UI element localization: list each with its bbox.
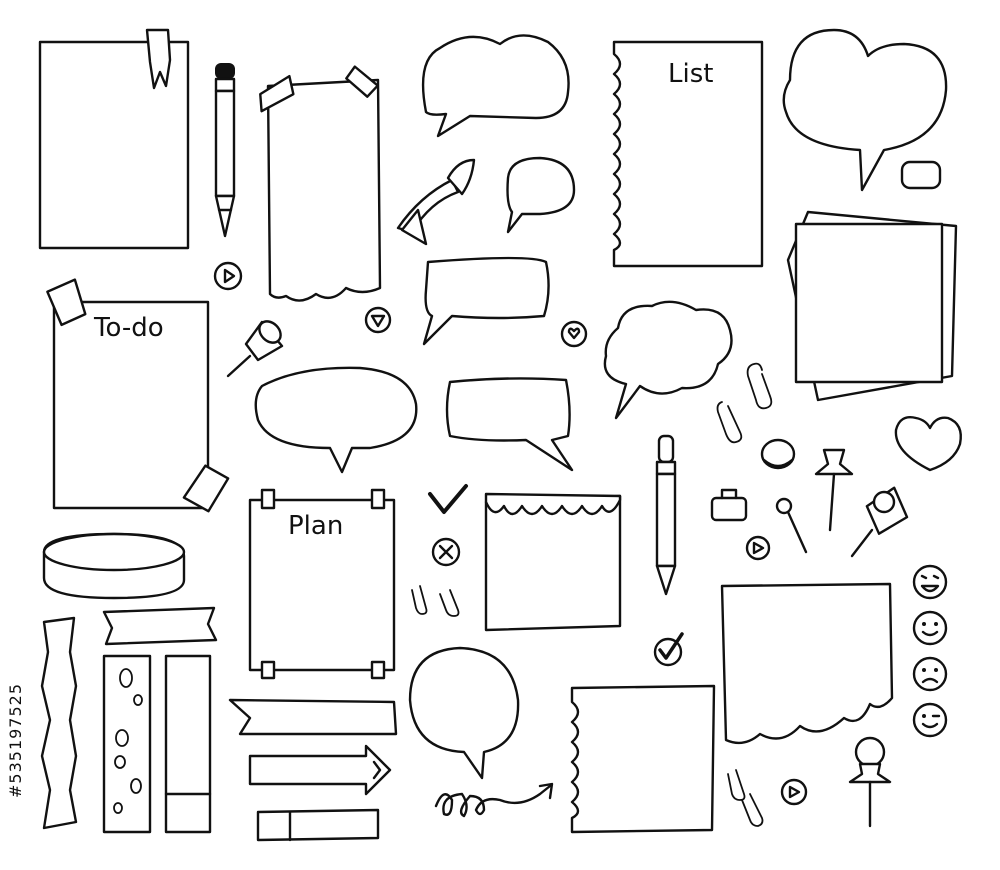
- washi-tape-horizontal: [102, 606, 218, 646]
- round-magnet-icon: [760, 438, 796, 470]
- torn-bottom-note: [720, 582, 894, 745]
- washi-tape-vertical: [40, 616, 78, 830]
- plan-label: Plan: [288, 511, 343, 541]
- arrow-banner: [248, 744, 392, 796]
- spiral-edge-note: [570, 684, 716, 834]
- round-disc-icon: [42, 532, 186, 600]
- play-badge-icon: [213, 261, 243, 291]
- dotted-tape-strip: [102, 654, 152, 834]
- pushpin-upright-icon: [814, 448, 854, 532]
- checkmark-icon: [428, 484, 468, 514]
- speech-bubble-small: [506, 156, 576, 234]
- tab-banner: [256, 808, 380, 842]
- speech-bubble-round: [408, 646, 520, 780]
- checkmark-badge-icon: [653, 632, 684, 667]
- pushpin-large-icon: [848, 736, 892, 828]
- speech-bubble-rect-2: [445, 377, 574, 472]
- todo-note: [46, 278, 230, 513]
- pushpin-icon: [226, 320, 284, 378]
- emoji-winking-icon: [912, 702, 948, 738]
- list-label: List: [668, 59, 713, 89]
- speech-bubble-cloud: [421, 34, 570, 138]
- pencil-icon-2: [655, 434, 677, 596]
- speech-bubble-oval: [254, 366, 418, 474]
- list-note: [612, 40, 764, 268]
- heart-badge-icon: [560, 320, 588, 348]
- speech-bubble-rect: [422, 256, 550, 346]
- speech-bubble-cloud-2: [603, 300, 733, 420]
- binder-clip-icon: [710, 488, 748, 522]
- paperclip-bottom-icon: [727, 769, 764, 827]
- play-badge-icon-2: [364, 306, 392, 334]
- play-badge-icon-3: [745, 535, 771, 561]
- paperclip-icon: [716, 362, 773, 444]
- speech-bubble-heart: [782, 28, 948, 192]
- note-paper-taped: [38, 28, 190, 250]
- emoji-laughing-icon: [912, 564, 948, 600]
- torn-top-note: [484, 492, 622, 632]
- swirl-arrow-icon: [434, 782, 554, 818]
- todo-label: To-do: [93, 313, 164, 343]
- ribbon-banner: [228, 698, 398, 736]
- torn-note-taped: [259, 65, 382, 302]
- pin-needle-icon: [775, 497, 808, 554]
- paperclip-pair-icon: [411, 585, 460, 617]
- heart-icon: [894, 416, 962, 472]
- plan-note: [248, 488, 396, 680]
- pencil-icon: [214, 63, 236, 238]
- plain-tape-strip: [164, 654, 212, 834]
- stock-id-watermark: #535197525: [6, 682, 25, 798]
- arrow-flag-icon: [396, 158, 476, 246]
- emoji-smiling-icon: [912, 610, 948, 646]
- pushpin-angled-icon: [850, 486, 909, 558]
- emoji-sad-icon: [912, 656, 948, 692]
- eraser-icon: [900, 160, 942, 190]
- play-badge-icon-4: [780, 778, 808, 806]
- sticky-notes-stack: [786, 210, 958, 402]
- cross-badge-icon: [431, 537, 461, 567]
